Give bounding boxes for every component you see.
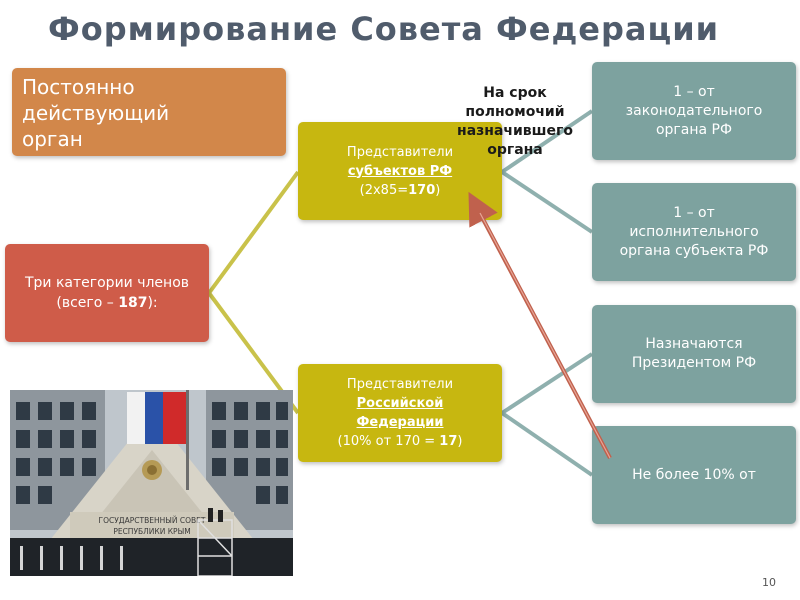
term-callout: На срок полномочий назначившего органа bbox=[440, 84, 590, 160]
member-total-prefix: (всего – bbox=[56, 295, 119, 311]
connector-federation-to-president bbox=[500, 352, 594, 415]
term-callout-line-3: назначившего bbox=[457, 123, 573, 139]
legislative-body-box: 1 – от законодательного органа РФ bbox=[592, 62, 796, 160]
president-line-2: Президентом РФ bbox=[631, 355, 757, 371]
member-categories-box: Три категории членов (всего – 187): bbox=[5, 244, 209, 342]
legislative-line-1: 1 – от bbox=[673, 83, 715, 100]
federation-line-3: Федерации bbox=[356, 415, 444, 430]
member-categories-line-2: (всего – 187): bbox=[56, 293, 157, 313]
federation-count-suffix: ) bbox=[457, 434, 463, 449]
permanent-body-line-1: Постоянно bbox=[22, 75, 135, 99]
federation-line-1: Представители bbox=[346, 377, 454, 392]
federation-representatives-box: Представители Российской Федерации (10% … bbox=[298, 364, 502, 462]
permanent-body-line-2: действующий bbox=[22, 101, 170, 125]
slide-title: Формирование Совета Федерации bbox=[48, 10, 720, 48]
member-total-value: 187 bbox=[118, 295, 148, 311]
member-total-suffix: ): bbox=[147, 295, 158, 311]
connector-subjects-to-executive bbox=[500, 170, 594, 234]
subjects-count-prefix: (2х85= bbox=[359, 182, 409, 198]
subjects-line-2: субъектов РФ bbox=[347, 163, 453, 179]
president-line-1: Назначаются bbox=[645, 336, 743, 352]
federation-count-prefix: (10% от 170 = bbox=[337, 434, 440, 449]
term-callout-line-1: На срок bbox=[483, 85, 547, 101]
limit-box: Не более 10% от bbox=[592, 426, 796, 524]
term-callout-line-4: органа bbox=[487, 142, 543, 158]
building-photo: ГОСУДАРСТВЕННЫЙ СОВЕТ РЕСПУБЛИКИ КРЫМ bbox=[10, 390, 293, 576]
subjects-line-1: Представители bbox=[346, 144, 454, 160]
executive-line-2: исполнительного bbox=[629, 223, 759, 240]
limit-line-1: Не более 10% от bbox=[632, 466, 756, 483]
legislative-line-3: органа РФ bbox=[655, 121, 733, 138]
connector-members-to-subjects bbox=[207, 170, 300, 295]
executive-line-3: органа субъекта РФ bbox=[619, 242, 769, 259]
federation-count-value: 17 bbox=[439, 434, 458, 449]
page-number: 10 bbox=[762, 576, 776, 589]
executive-line-1: 1 – от bbox=[673, 204, 715, 221]
federation-line-4: (10% от 170 = 17) bbox=[338, 432, 463, 451]
member-categories-line-1: Три категории членов bbox=[24, 275, 190, 291]
subjects-line-3: (2х85=170) bbox=[360, 181, 441, 200]
subjects-representatives-box: Представители субъектов РФ (2х85=170) bbox=[298, 122, 502, 220]
sign-text-line-1: ГОСУДАРСТВЕННЫЙ СОВЕТ bbox=[99, 516, 206, 525]
term-callout-line-2: полномочий bbox=[465, 104, 565, 120]
legislative-line-2: законодательного bbox=[625, 102, 763, 119]
permanent-body-box: Постоянно действующий орган bbox=[12, 68, 286, 156]
building-illustration: ГОСУДАРСТВЕННЫЙ СОВЕТ РЕСПУБЛИКИ КРЫМ bbox=[10, 390, 293, 576]
permanent-body-line-3: орган bbox=[22, 127, 83, 151]
executive-body-box: 1 – от исполнительного органа субъекта Р… bbox=[592, 183, 796, 281]
federation-line-2: Российской bbox=[356, 396, 444, 411]
connector-subjects-to-legislative bbox=[500, 109, 594, 174]
president-appointed-box: Назначаются Президентом РФ bbox=[592, 305, 796, 403]
subjects-count-value: 170 bbox=[408, 182, 436, 198]
connector-federation-to-limit bbox=[500, 411, 594, 477]
red-arrow-shine bbox=[479, 212, 611, 459]
sign-text-line-2: РЕСПУБЛИКИ КРЫМ bbox=[113, 527, 190, 536]
subjects-count-suffix: ) bbox=[435, 182, 441, 198]
